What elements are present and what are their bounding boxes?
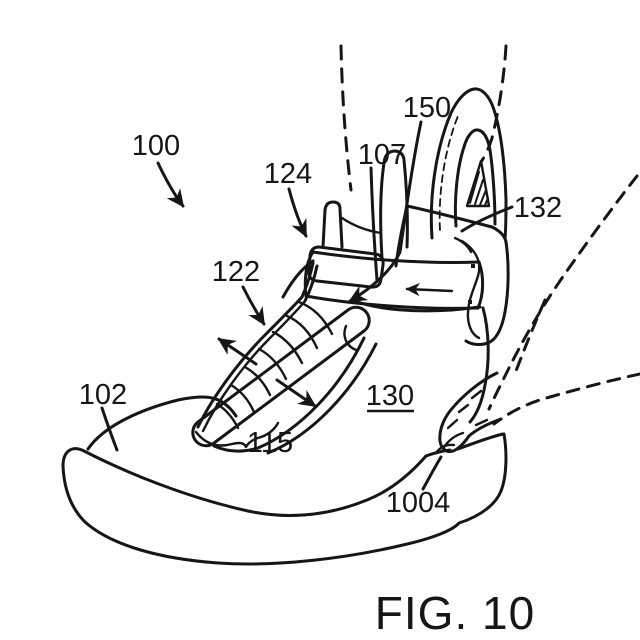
leader-150: [348, 120, 423, 303]
ref-label-115: 115: [247, 427, 293, 459]
leader-102: [100, 406, 119, 452]
heel-fin: [429, 87, 508, 240]
leg-outline-dashed: [339, 44, 508, 192]
leader-124: [287, 187, 308, 238]
ref-label-124: 124: [264, 158, 312, 190]
ref-label-122: 122: [212, 256, 260, 288]
ref-label-100: 100: [132, 130, 180, 162]
ref-label-107: 107: [358, 139, 406, 171]
strap-tighten-arrow: [405, 282, 454, 297]
ref-label-1004: 1004: [386, 487, 451, 519]
ref-label-102: 102: [79, 379, 127, 411]
leader-132: [460, 205, 514, 233]
pressing-finger: [434, 371, 503, 455]
tongue-tighten-arrow: [275, 378, 317, 408]
leader-lines: [100, 120, 514, 491]
tongue-loosen-arrow: [217, 337, 258, 366]
shoe-line-drawing: [61, 44, 640, 566]
leader-122: [241, 285, 266, 326]
leader-107: [369, 166, 379, 282]
strap-stitch-mark: [471, 264, 475, 268]
ref-label-132: 132: [514, 192, 562, 224]
reference-numerals: 100 124 107 150 132 122 102 115 130 1004…: [79, 92, 562, 639]
toe-upper-outline: [86, 324, 378, 455]
leader-1004: [421, 455, 443, 491]
leader-100: [156, 161, 185, 208]
heel-button: [434, 443, 456, 455]
ref-label-150: 150: [403, 92, 451, 124]
label-115-brace: [194, 421, 280, 449]
ref-label-130: 130: [366, 380, 414, 412]
hand-outline-dashed: [487, 174, 640, 426]
tongue-ladder: [191, 259, 371, 448]
figure-caption: FIG. 10: [375, 587, 535, 639]
